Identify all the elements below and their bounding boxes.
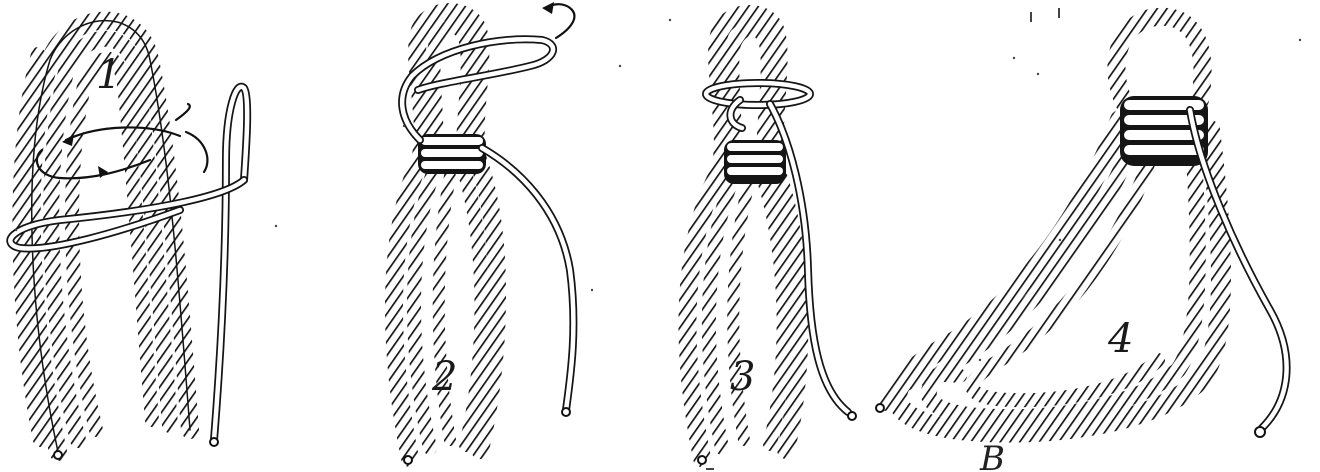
corner-mark: B	[979, 439, 1005, 472]
panel-4-label: 4	[1107, 316, 1133, 362]
panel-1-free-end	[210, 87, 247, 446]
panel-4-coil	[884, 17, 1221, 433]
panel-2-arrow	[542, 2, 574, 38]
panel-3-label: 3	[730, 354, 755, 400]
panel-1: 1	[10, 21, 247, 459]
panel-3: 3	[687, 14, 856, 464]
panel-1-label: 1	[96, 52, 121, 98]
panel-2: 2	[394, 2, 574, 464]
panel-4: 4	[876, 17, 1287, 437]
panel-2-wraps	[418, 134, 486, 174]
panel-3-wraps	[724, 140, 786, 184]
panel-2-label: 2	[431, 354, 457, 400]
